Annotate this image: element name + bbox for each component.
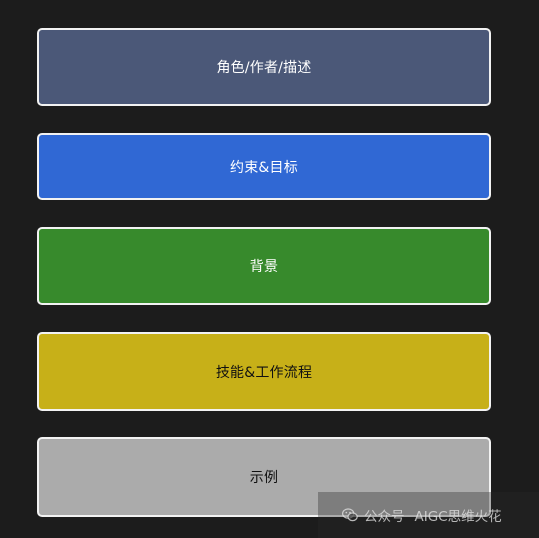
block-label: 示例	[249, 470, 279, 486]
role-author-description-block: 角色/作者/描述	[37, 28, 491, 106]
constraints-goals-block: 约束&目标	[37, 133, 491, 200]
skills-workflow-block: 技能&工作流程	[37, 332, 491, 411]
block-label: 背景	[249, 259, 279, 275]
watermark-name: AIGC思维火花	[414, 509, 502, 525]
background-block: 背景	[37, 227, 491, 305]
block-label: 约束&目标	[230, 159, 298, 176]
watermark: 公众号 AIGC思维火花	[318, 492, 539, 538]
block-label: 技能&工作流程	[215, 364, 313, 381]
block-label: 角色/作者/描述	[216, 60, 312, 76]
wechat-icon	[342, 508, 358, 522]
watermark-channel: 公众号	[364, 509, 405, 525]
examples-block: 示例	[37, 437, 491, 517]
